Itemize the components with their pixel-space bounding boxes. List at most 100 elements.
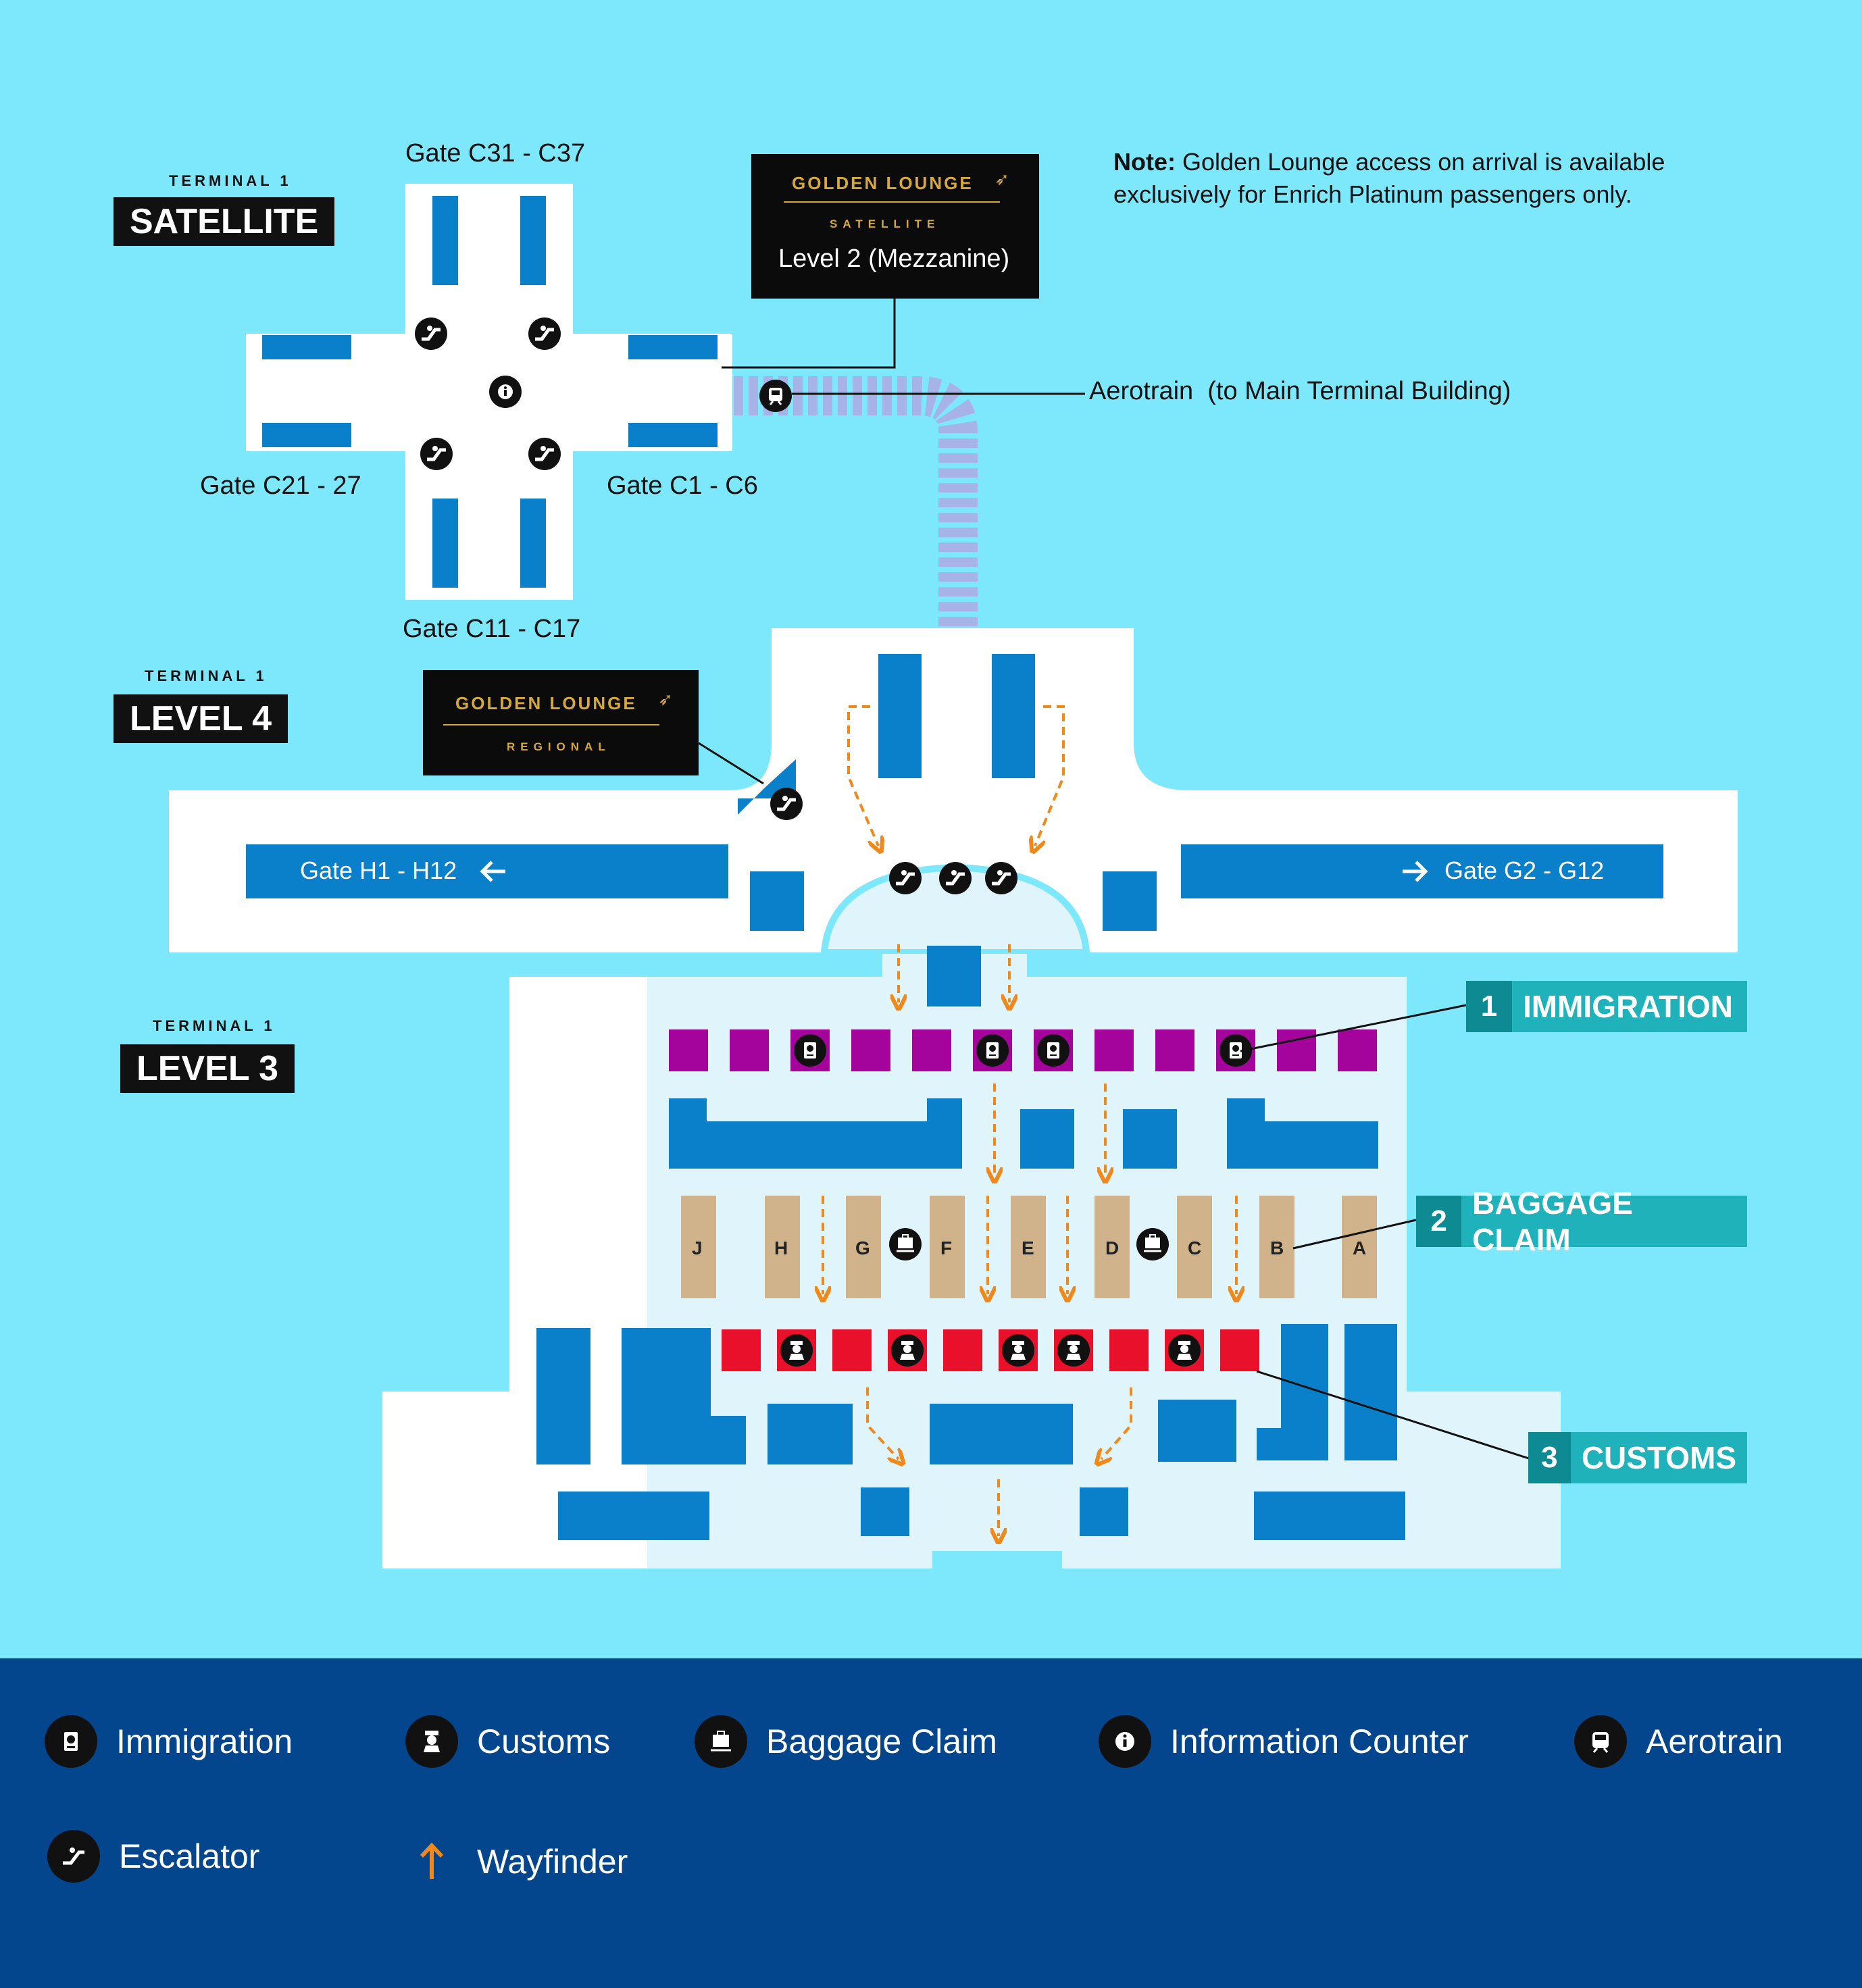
baggage-cart-icon bbox=[695, 1715, 747, 1768]
customs-officer-icon bbox=[1168, 1334, 1201, 1367]
legend-label: Customs bbox=[477, 1723, 611, 1760]
golden-lounge-regional-sign: GOLDEN LOUNGE ➶ REGIONAL bbox=[423, 670, 699, 775]
gate-arrow-right-icon bbox=[1403, 861, 1428, 882]
lounge-name: GOLDEN LOUNGE bbox=[792, 173, 974, 193]
note-line1: Golden Lounge access on arrival is avail… bbox=[1182, 148, 1665, 176]
callout-number: 1 bbox=[1466, 981, 1512, 1032]
passport-icon bbox=[976, 1034, 1009, 1067]
legend-item-escalator: Escalator bbox=[47, 1830, 259, 1883]
escalator-icon bbox=[939, 862, 972, 894]
level3-title: LEVEL 3 bbox=[120, 1044, 295, 1093]
customs-officer-icon bbox=[1002, 1334, 1034, 1367]
customs-officer-icon bbox=[405, 1715, 458, 1768]
level3-building bbox=[382, 954, 1561, 1569]
callout-leader-lines bbox=[1240, 1004, 1532, 1460]
customs-officer-icon bbox=[891, 1334, 924, 1367]
info-icon bbox=[489, 376, 522, 408]
golden-lounge-satellite-sign: GOLDEN LOUNGE ➶ SATELLITE Level 2 (Mezza… bbox=[751, 154, 1039, 299]
legend-item-aerotrain: Aerotrain bbox=[1574, 1715, 1783, 1768]
legend-item-wayfinder: Wayfinder bbox=[405, 1835, 628, 1888]
legend-item-immigration: Immigration bbox=[45, 1715, 293, 1768]
lounge-name: GOLDEN LOUNGE bbox=[455, 693, 637, 713]
legend: Immigration Customs Baggage Claim Inform… bbox=[0, 1658, 1862, 1988]
baggage-belts bbox=[681, 1196, 1377, 1298]
level4-title: LEVEL 4 bbox=[114, 694, 288, 743]
legend-label: Immigration bbox=[116, 1723, 293, 1760]
note-line2: exclusively for Enrich Platinum passenge… bbox=[1113, 180, 1632, 208]
belt-label-c: C bbox=[1188, 1238, 1202, 1258]
belt-label-d: D bbox=[1105, 1238, 1119, 1258]
access-note: Note: Golden Lounge access on arrival is… bbox=[1113, 146, 1665, 211]
customs-officer-icon bbox=[1057, 1334, 1090, 1367]
gate-label-c21-27: Gate C21 - 27 bbox=[200, 471, 361, 500]
belt-label-g: G bbox=[855, 1238, 870, 1258]
aerotrain-track bbox=[734, 376, 978, 703]
escalator-icon bbox=[528, 317, 561, 350]
belt-label-j: J bbox=[692, 1238, 703, 1258]
legend-item-information-counter: Information Counter bbox=[1099, 1715, 1469, 1768]
escalator-icon bbox=[985, 862, 1017, 894]
callout-customs: 3 CUSTOMS bbox=[1528, 1432, 1747, 1483]
gate-arrow-left-icon bbox=[480, 861, 505, 882]
arrow-up-icon bbox=[405, 1835, 458, 1888]
aerotrain-label: Aerotrain (to Main Terminal Building) bbox=[1089, 377, 1511, 405]
satellite-title: SATELLITE bbox=[114, 197, 335, 246]
lounge-underline bbox=[784, 201, 1000, 203]
train-icon bbox=[1574, 1715, 1627, 1768]
info-icon bbox=[1099, 1715, 1151, 1768]
gate-label-c11-c17: Gate C11 - C17 bbox=[403, 615, 581, 643]
gate-label-g2-g12: Gate G2 - G12 bbox=[1444, 857, 1605, 884]
callout-label: BAGGAGE CLAIM bbox=[1472, 1186, 1633, 1257]
callout-immigration: 1 IMMIGRATION bbox=[1466, 981, 1747, 1032]
customs-officer-icon bbox=[780, 1334, 813, 1367]
legend-label: Aerotrain bbox=[1646, 1723, 1783, 1760]
callout-label: IMMIGRATION bbox=[1523, 989, 1733, 1024]
escalator-icon bbox=[47, 1830, 100, 1883]
level3-terminal-label: TERMINAL 1 bbox=[153, 1017, 276, 1034]
satellite-gates bbox=[262, 196, 718, 588]
legend-label: Escalator bbox=[119, 1837, 260, 1875]
lounge-subtitle: REGIONAL bbox=[507, 740, 611, 753]
terminal-map bbox=[169, 184, 1738, 1569]
gate-label-c1-c6: Gate C1 - C6 bbox=[607, 471, 758, 500]
lounge-underline bbox=[443, 724, 659, 725]
escalator-icon bbox=[889, 862, 922, 894]
escalator-icon bbox=[770, 788, 803, 820]
satellite-terminal-label: TERMINAL 1 bbox=[169, 172, 292, 189]
escalator-icon bbox=[420, 438, 453, 470]
legend-label: Baggage Claim bbox=[766, 1723, 997, 1760]
train-icon bbox=[758, 378, 793, 413]
legend-label: Wayfinder bbox=[477, 1843, 628, 1881]
escalator-icon bbox=[415, 317, 447, 350]
legend-item-baggage-claim: Baggage Claim bbox=[695, 1715, 997, 1768]
wayfinder-arrows-l3 bbox=[823, 944, 1236, 1536]
passport-icon bbox=[794, 1034, 826, 1067]
lounge-wing-icon: ➶ bbox=[658, 689, 673, 709]
note-bold: Note: bbox=[1113, 148, 1176, 176]
callout-label: CUSTOMS bbox=[1581, 1440, 1736, 1475]
belt-label-a: A bbox=[1353, 1238, 1367, 1258]
lounge-wing-icon: ➶ bbox=[995, 169, 1009, 189]
gate-label-h1-h12: Gate H1 - H12 bbox=[300, 857, 457, 884]
passport-icon bbox=[45, 1715, 97, 1768]
callout-baggage-claim: 2 BAGGAGE CLAIM bbox=[1416, 1186, 1747, 1257]
belt-label-b: B bbox=[1270, 1238, 1284, 1258]
legend-item-customs: Customs bbox=[405, 1715, 610, 1768]
lounge-leader-line bbox=[722, 299, 896, 369]
regional-lounge-leader bbox=[698, 742, 764, 785]
gate-label-c31-c37: Gate C31 - C37 bbox=[405, 139, 586, 168]
belt-label-e: E bbox=[1022, 1238, 1034, 1258]
wayfinder-arrows-l4 bbox=[847, 705, 1065, 846]
lounge-level: Level 2 (Mezzanine) bbox=[778, 245, 1010, 273]
belt-label-f: F bbox=[940, 1238, 953, 1258]
passport-icon bbox=[1037, 1034, 1070, 1067]
baggage-cart-icon bbox=[888, 1227, 923, 1262]
callout-number: 2 bbox=[1416, 1196, 1462, 1247]
callout-number: 3 bbox=[1528, 1432, 1571, 1483]
legend-label: Information Counter bbox=[1170, 1723, 1469, 1760]
level4-terminal-label: TERMINAL 1 bbox=[145, 667, 268, 684]
lounge-subtitle: SATELLITE bbox=[830, 218, 940, 230]
belt-label-h: H bbox=[774, 1238, 788, 1258]
level3-blocks bbox=[536, 946, 1405, 1540]
escalator-icon bbox=[528, 438, 561, 470]
